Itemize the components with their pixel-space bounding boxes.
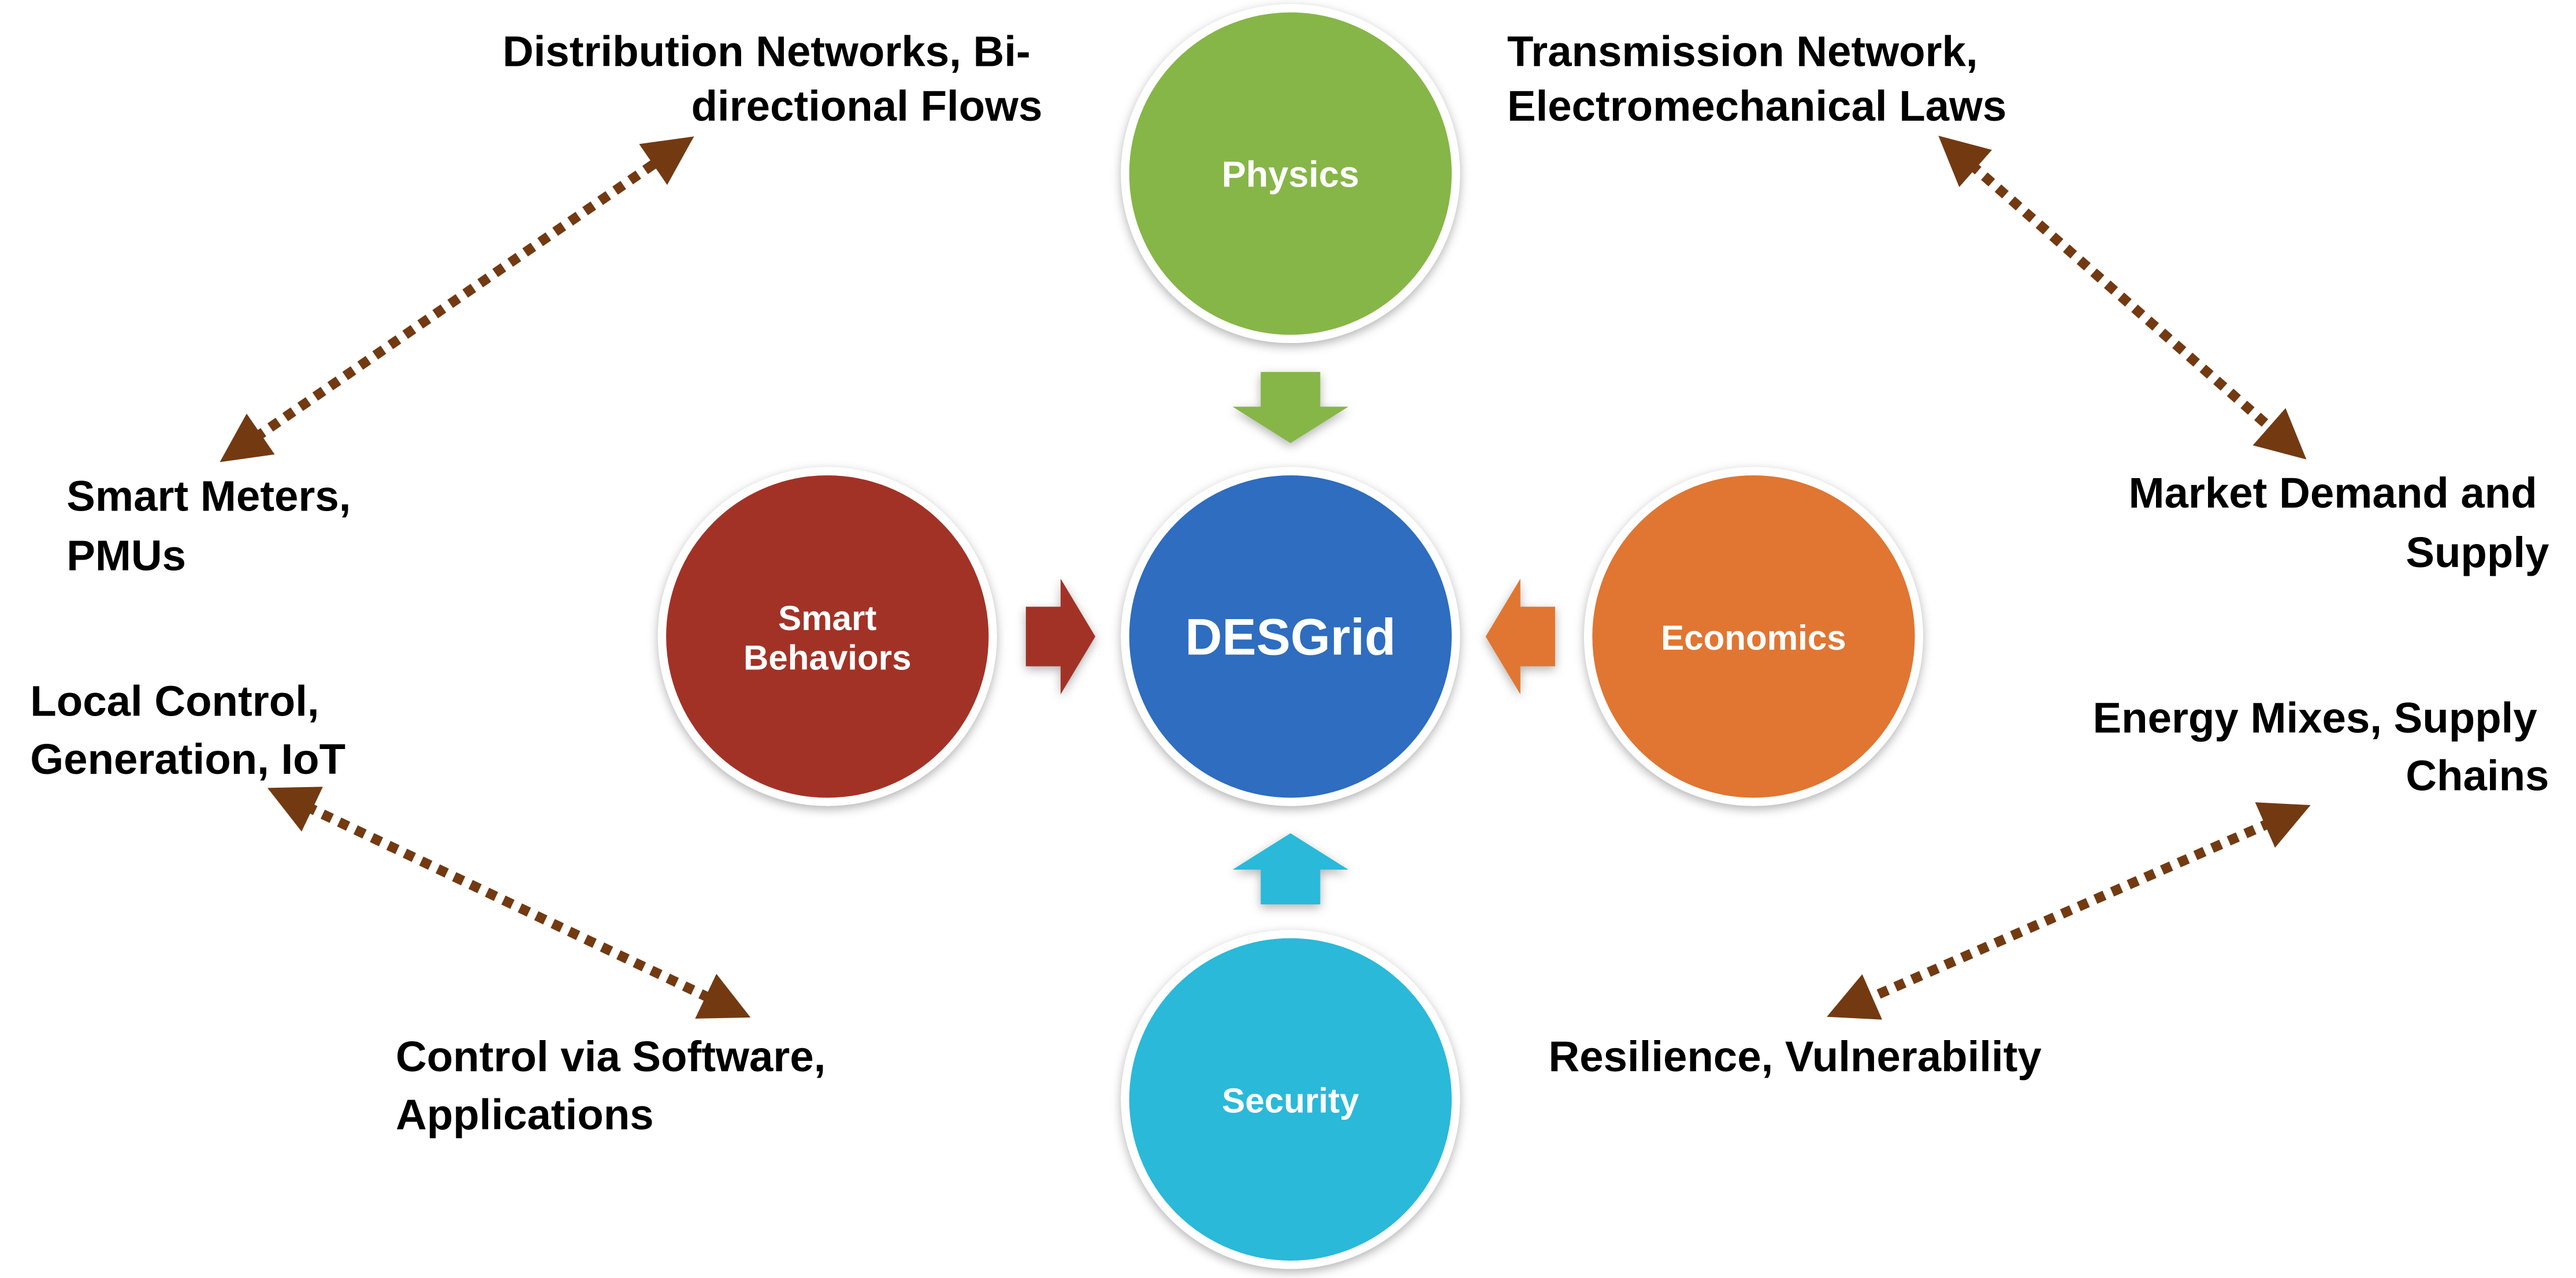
node-security-label: Security bbox=[1222, 1082, 1359, 1120]
connector-energy-resilience bbox=[1827, 802, 2311, 1020]
connector-local-software bbox=[267, 787, 751, 1019]
label-control-software: Control via Software, Applications bbox=[396, 1033, 838, 1138]
node-smart-label-2: Behaviors bbox=[744, 638, 912, 677]
node-smart-label-1: Smart bbox=[778, 599, 876, 638]
label-local-control: Local Control, Generation, IoT bbox=[30, 677, 345, 783]
label-market: Market Demand and Supply bbox=[2129, 469, 2549, 576]
node-physics-label: Physics bbox=[1222, 155, 1359, 195]
arrow-physics-to-core bbox=[1232, 372, 1348, 444]
node-security: Security bbox=[1121, 930, 1460, 1269]
node-core-label: DESGrid bbox=[1185, 609, 1396, 666]
connector-distribution-meters bbox=[220, 136, 694, 463]
node-physics: Physics bbox=[1121, 4, 1460, 344]
label-distribution: Distribution Networks, Bi- directional F… bbox=[503, 28, 1042, 130]
node-economics: Economics bbox=[1583, 467, 1923, 806]
arrow-security-to-core bbox=[1232, 833, 1348, 904]
connector-transmission-market bbox=[1938, 136, 2307, 460]
label-resilience: Resilience, Vulnerability bbox=[1548, 1033, 2041, 1080]
label-transmission: Transmission Network, Electromechanical … bbox=[1507, 28, 2007, 130]
node-smart-behaviors: Smart Behaviors bbox=[657, 467, 997, 806]
arrow-economics-to-core bbox=[1485, 579, 1555, 695]
node-core: DESGrid bbox=[1121, 467, 1460, 806]
label-smart-meters: Smart Meters, PMUs bbox=[66, 472, 363, 580]
node-economics-label: Economics bbox=[1661, 618, 1846, 657]
arrow-smart-to-core bbox=[1025, 579, 1095, 695]
label-energy-mixes: Energy Mixes, Supply Chains bbox=[2092, 694, 2549, 799]
